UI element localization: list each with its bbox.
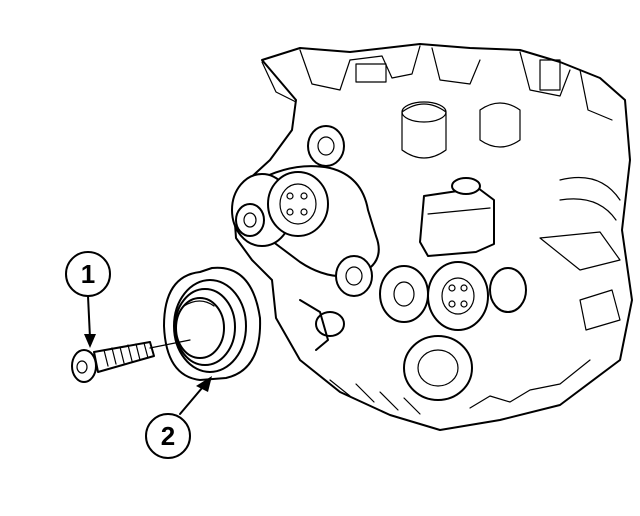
callout-1-label: 1 bbox=[81, 259, 95, 289]
callout-1: 1 bbox=[65, 251, 111, 348]
arrow-down-icon bbox=[84, 334, 96, 348]
bolt-part bbox=[71, 339, 191, 383]
callout-2-circle bbox=[145, 413, 191, 459]
callout-2-label: 2 bbox=[161, 421, 175, 451]
callout-1-circle bbox=[65, 251, 111, 297]
callout-2: 2 bbox=[145, 376, 212, 459]
engine-assembly bbox=[231, 43, 633, 431]
pulley-part bbox=[163, 266, 262, 381]
arrow-up-icon bbox=[196, 376, 212, 392]
